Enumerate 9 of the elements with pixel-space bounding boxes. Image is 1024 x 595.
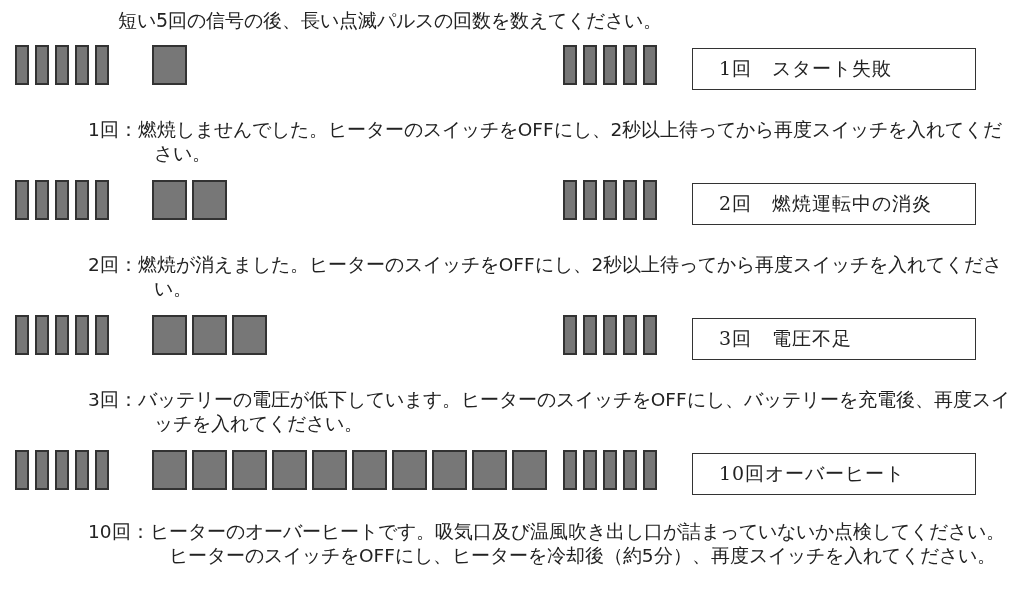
status-box: 10回オーバーヒート (692, 453, 976, 495)
description-text: 2回：燃焼が消えました。ヒーターのスイッチをOFFにし、2秒以上待ってから再度スイッチを入れてください。 (88, 253, 1004, 301)
description-text: 3回：バッテリーの電圧が低下しています。ヒーターのスイッチをOFFにし、バッテリーを充電後、再度スイッチを入れてください。 (88, 388, 1011, 436)
description-text: 10回：ヒーターのオーバーヒートです。吸気口及び温風吹き出し口が詰まっていないか点検してください。ヒーターのスイッチをOFFにし、ヒーターを冷却後（約5分）、再度スイッチを入れてください。 (88, 520, 1006, 568)
heading: 短い5回の信号の後、長い点滅パルスの回数を数えてください。 (118, 8, 663, 33)
description-text: 1回：燃焼しませんでした。ヒーターのスイッチをOFFにし、2秒以上待ってから再度スイッチを入れてください。 (88, 118, 1004, 166)
status-box: 1回 スタート失敗 (692, 48, 976, 90)
status-box: 3回 電圧不足 (692, 318, 976, 360)
status-box: 2回 燃焼運転中の消炎 (692, 183, 976, 225)
